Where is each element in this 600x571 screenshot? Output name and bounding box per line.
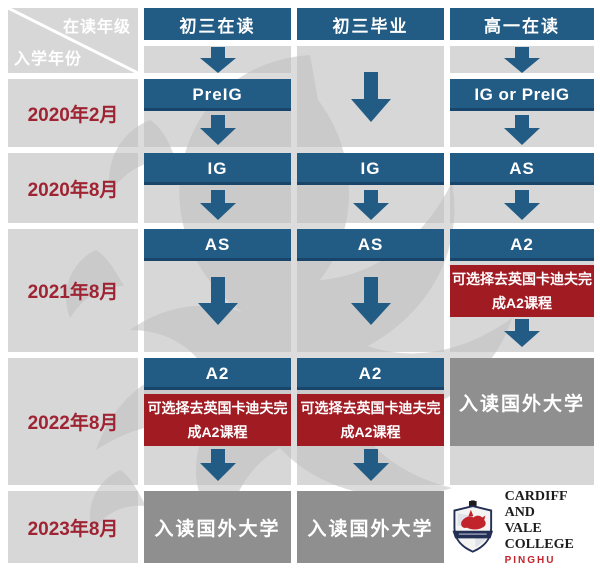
cell-junior3graduate-2020-08: IG xyxy=(297,153,444,223)
cell-senior1current-2020-08: AS xyxy=(450,153,594,223)
logo-name-line2: VALE COLLEGE xyxy=(504,520,574,552)
course-box-ig-or-preig: IG or PreIG xyxy=(450,79,594,111)
university-box: 入读国外大学 xyxy=(297,491,444,563)
course-box-a2: A2 xyxy=(450,229,594,261)
note-box-cardiff-a2: 可选择去英国卡迪夫完成A2课程 xyxy=(144,394,291,446)
logo-text: CARDIFF AND VALE COLLEGE PINGHU xyxy=(505,489,594,566)
logo-campus: PINGHU xyxy=(504,554,556,566)
down-arrow-icon xyxy=(198,115,238,145)
header-arrow-strip-col1 xyxy=(144,46,291,73)
cell-junior3current-2020-02: PreIG xyxy=(144,79,291,147)
college-logo: CARDIFF AND VALE COLLEGE PINGHU xyxy=(450,489,594,566)
row-label-2020-08: 2020年8月 xyxy=(8,153,138,223)
column-header-senior1-current: 高一在读 xyxy=(450,8,594,40)
row-label-2023-08: 2023年8月 xyxy=(8,491,138,563)
cell-junior3current-2020-08: IG xyxy=(144,153,291,223)
course-box-as: AS xyxy=(144,229,291,261)
cell-junior3graduate-2021-08: AS xyxy=(297,229,444,352)
corner-cell: 在读年级 入学年份 xyxy=(8,8,138,73)
down-arrow-icon xyxy=(198,46,238,73)
down-arrow-icon xyxy=(351,449,391,481)
row-label-2020-02: 2020年2月 xyxy=(8,79,138,147)
course-box-preig: PreIG xyxy=(144,79,291,111)
course-box-as: AS xyxy=(450,153,594,185)
down-arrow-icon xyxy=(502,190,542,220)
corner-label-current-grade: 在读年级 xyxy=(62,19,131,36)
corner-label-entry-year: 入学年份 xyxy=(14,51,83,68)
course-box-a2: A2 xyxy=(297,358,444,390)
column-header-junior3-graduate: 初三毕业 xyxy=(297,8,444,40)
cell-senior1current-2022-08: 入读国外大学 xyxy=(450,358,594,485)
column-header-junior3-current: 初三在读 xyxy=(144,8,291,40)
logo-name-line1: CARDIFF AND xyxy=(504,488,568,520)
down-arrow-icon xyxy=(502,115,542,145)
down-arrow-icon xyxy=(349,277,393,325)
row-label-2021-08: 2021年8月 xyxy=(8,229,138,352)
cell-junior3current-2022-08: A2 可选择去英国卡迪夫完成A2课程 xyxy=(144,358,291,485)
note-box-cardiff-a2: 可选择去英国卡迪夫完成A2课程 xyxy=(297,394,444,446)
down-arrow-icon xyxy=(502,319,542,347)
down-arrow-icon xyxy=(198,190,238,220)
merged-arrow-cell-col2 xyxy=(297,46,444,147)
university-box: 入读国外大学 xyxy=(144,491,291,563)
logo-crest-icon xyxy=(452,500,494,553)
university-box: 入读国外大学 xyxy=(450,358,594,446)
cell-junior3current-2021-08: AS xyxy=(144,229,291,352)
cell-senior1current-2021-08: A2 可选择去英国卡迪夫完成A2课程 xyxy=(450,229,594,352)
course-box-ig: IG xyxy=(144,153,291,185)
down-arrow-icon xyxy=(502,46,542,73)
row-label-2022-08: 2022年8月 xyxy=(8,358,138,485)
down-arrow-icon xyxy=(351,190,391,220)
note-box-cardiff-a2: 可选择去英国卡迪夫完成A2课程 xyxy=(450,265,594,317)
pathway-table: 在读年级 入学年份 初三在读 初三毕业 高一在读 2020年2月 PreIG I… xyxy=(8,8,594,566)
course-box-ig: IG xyxy=(297,153,444,185)
down-arrow-icon xyxy=(349,71,393,122)
cell-junior3graduate-2022-08: A2 可选择去英国卡迪夫完成A2课程 xyxy=(297,358,444,485)
cell-senior1current-2020-02: IG or PreIG xyxy=(450,79,594,147)
course-box-a2: A2 xyxy=(144,358,291,390)
down-arrow-icon xyxy=(198,449,238,481)
down-arrow-icon xyxy=(196,277,240,325)
course-box-as: AS xyxy=(297,229,444,261)
header-arrow-strip-col3 xyxy=(450,46,594,73)
